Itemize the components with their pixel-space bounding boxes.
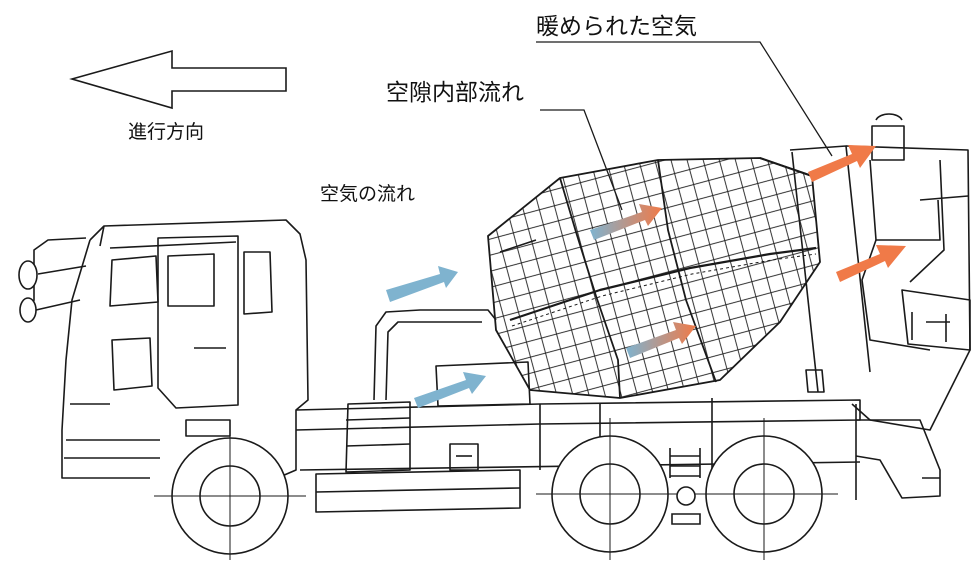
warm-air-arrow-icon — [808, 145, 876, 182]
air-flow-label: 空気の流れ — [320, 183, 415, 205]
rear-wheel-front — [536, 418, 684, 560]
internal-flow-leader — [540, 109, 623, 211]
water-tank — [345, 361, 531, 473]
warm-air-arrow-icon — [836, 245, 906, 282]
leader-lines — [536, 41, 833, 211]
cool-air-arrows — [386, 266, 486, 408]
mixer-drum — [487, 157, 821, 399]
rear-ladder — [669, 448, 701, 478]
direction-arrow-icon — [69, 49, 287, 110]
direction-label: 進行方向 — [128, 121, 204, 143]
internal-flow-label: 空隙内部流れ — [386, 80, 524, 106]
warm-air-arrows — [808, 145, 906, 282]
axle-hub — [671, 486, 701, 525]
air-flow-arrow-icon — [386, 266, 458, 302]
internal-flow-arrow-icon — [626, 322, 696, 358]
side-mirror — [18, 237, 87, 323]
internal-flow-arrow-icon — [590, 204, 662, 240]
air-flow-arrow-icon — [414, 372, 486, 408]
front-wheel — [154, 420, 306, 560]
rear-hopper — [789, 113, 971, 500]
warmed-air-leader — [536, 41, 833, 157]
truck-cab — [61, 219, 309, 479]
internal-flow-arrows — [590, 204, 696, 358]
warmed-air-label: 暖められた空気 — [536, 14, 697, 40]
wheels — [154, 418, 838, 560]
rear-wheel-back — [690, 418, 838, 560]
